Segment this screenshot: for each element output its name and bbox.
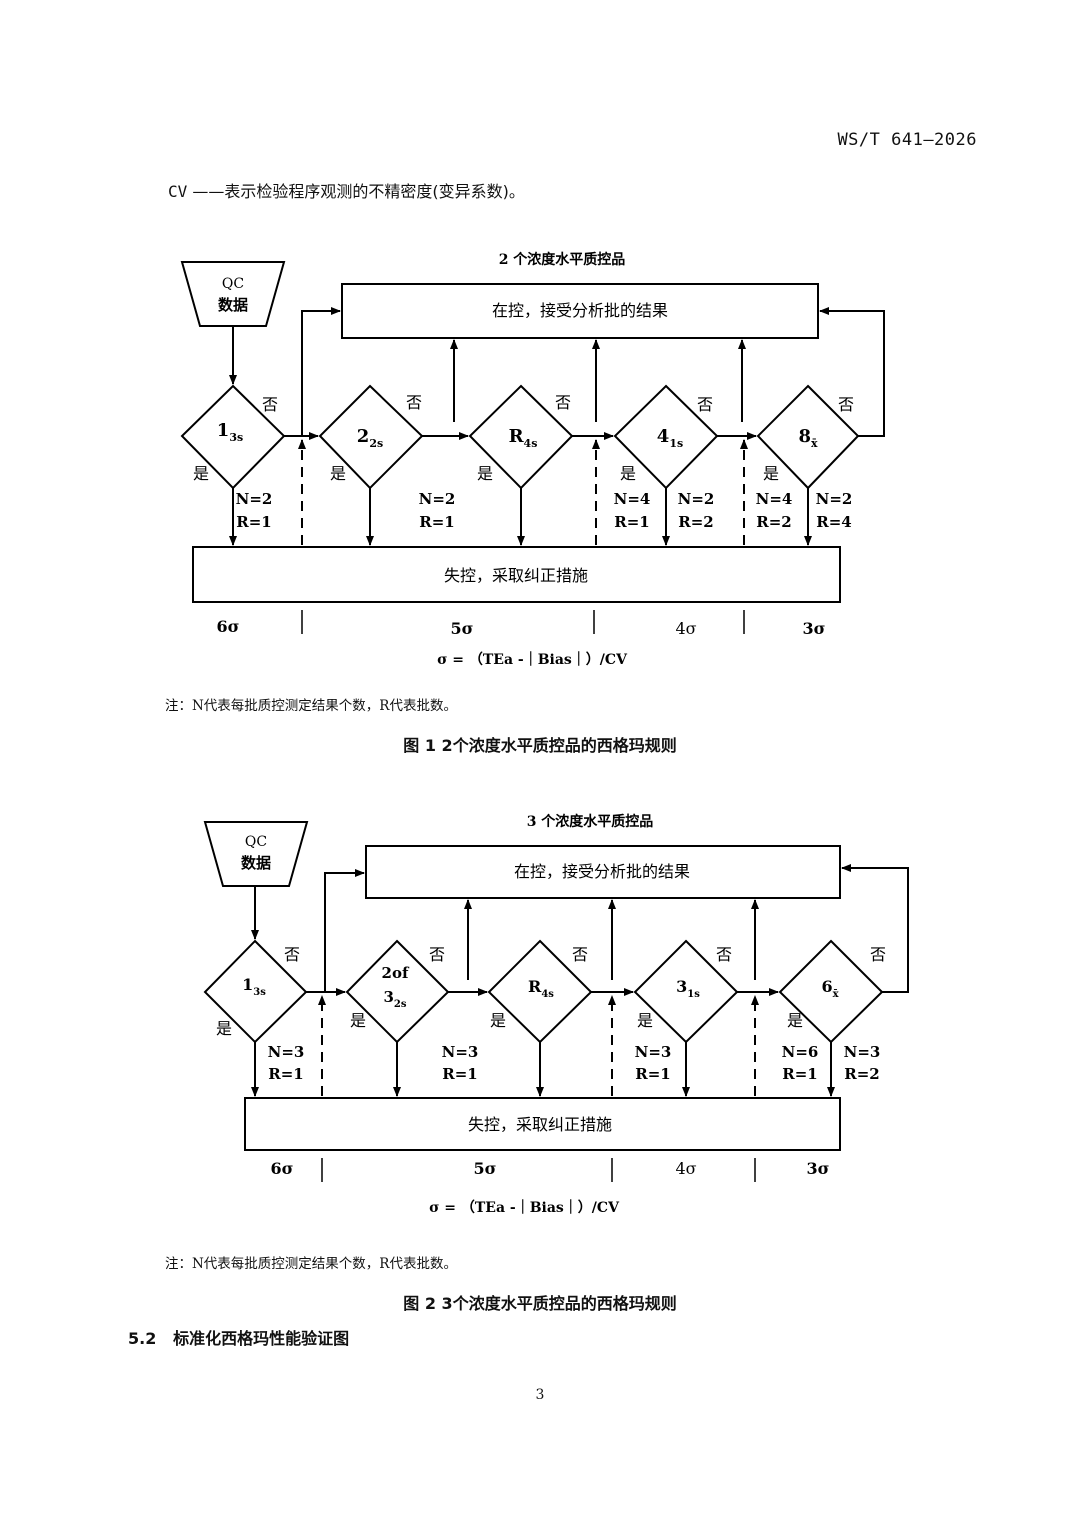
- nr-r-label: R=2: [678, 513, 713, 531]
- nr-n-label: N=2: [678, 490, 715, 508]
- rule-label-5: 6x̄: [821, 977, 839, 1000]
- nr-n-label: N=3: [635, 1043, 672, 1061]
- rule-label-5: 8x̄: [798, 426, 818, 450]
- nr-r-label: R=1: [635, 1065, 670, 1083]
- figure-2-flowchart: 3 个浓度水平质控品 QC 数据 在控，接受分析批的结果 失控，采取纠正措施 1…: [203, 813, 909, 1216]
- nr-r-label: R=1: [419, 513, 454, 531]
- rule-label-1: 13s: [242, 975, 266, 998]
- in-control-box: [341, 283, 819, 339]
- section-heading: 5.2 标准化西格玛性能验证图: [128, 1325, 349, 1349]
- no-label: 否: [697, 395, 713, 414]
- nr-r-label: R=1: [614, 513, 649, 531]
- nr-r-label: R=2: [756, 513, 791, 531]
- sigma-4-label: 4σ: [675, 619, 696, 638]
- yes-label: 是: [350, 1011, 366, 1030]
- sigma-formula: σ = （TEa -｜Bias｜）/CV: [429, 1199, 620, 1216]
- yes-label: 是: [216, 1019, 232, 1038]
- document-code: WS/T 641—2026: [837, 130, 977, 150]
- yes-label: 是: [193, 464, 209, 483]
- cv-term: CV: [168, 182, 188, 201]
- cv-dash: ——: [192, 182, 225, 201]
- nr-n-label: N=6: [782, 1043, 819, 1061]
- yes-label: 是: [477, 464, 493, 483]
- rule-label-3: R4s: [509, 426, 538, 450]
- section-title: 标准化西格玛性能验证图: [173, 1329, 350, 1348]
- no-label: 否: [716, 945, 732, 964]
- figure-1-note: 注：N代表每批质控测定结果个数，R代表批数。: [165, 698, 457, 714]
- qc-label-top: QC: [245, 834, 267, 850]
- nr-r-label: R=4: [816, 513, 851, 531]
- out-of-control-label: 失控，采取纠正措施: [444, 566, 588, 585]
- no-label: 否: [572, 945, 588, 964]
- yes-label: 是: [620, 464, 636, 483]
- nr-n-label: N=4: [614, 490, 651, 508]
- no-label: 否: [555, 393, 571, 412]
- rule-label-3: R4s: [528, 977, 554, 1000]
- no-label: 否: [870, 945, 886, 964]
- nr-r-label: R=1: [782, 1065, 817, 1083]
- figure-1-flowchart: 2 个浓度水平质控品 QC 数据 在控，接受分析批的结果 失控，采取纠正措施 1…: [180, 251, 885, 668]
- figure-1-title: 2 个浓度水平质控品: [499, 251, 626, 268]
- nr-r-label: R=1: [442, 1065, 477, 1083]
- rule-label-2: 22s: [357, 426, 383, 450]
- nr-n-label: N=2: [236, 490, 273, 508]
- no-label: 否: [406, 393, 422, 412]
- no-label: 否: [429, 945, 445, 964]
- sigma-3-label: 3σ: [803, 619, 826, 638]
- sigma-4-label: 4σ: [675, 1159, 696, 1178]
- sigma-5-label: 5σ: [451, 619, 474, 638]
- out-of-control-label: 失控，采取纠正措施: [468, 1115, 612, 1134]
- page-number: 3: [535, 1387, 545, 1403]
- out-of-control-box: [244, 1097, 841, 1151]
- figure-2-title: 3 个浓度水平质控品: [527, 813, 654, 830]
- yes-label: 是: [763, 464, 779, 483]
- qc-label-bottom: 数据: [218, 296, 248, 314]
- rule-label-4: 41s: [657, 426, 683, 450]
- out-of-control-box: [192, 546, 841, 603]
- nr-n-label: N=2: [419, 490, 456, 508]
- sigma-5-label: 5σ: [474, 1159, 497, 1178]
- rule-label-2a: 2of: [382, 964, 410, 982]
- nr-n-label: N=2: [816, 490, 853, 508]
- figure-2-caption: 图 2 3个浓度水平质控品的西格玛规则: [403, 1294, 677, 1313]
- nr-n-label: N=4: [756, 490, 793, 508]
- rule-label-4: 31s: [676, 977, 700, 1000]
- yes-label: 是: [490, 1011, 506, 1030]
- rule-label-1: 13s: [217, 420, 243, 444]
- no-label: 否: [838, 395, 854, 414]
- sigma-6-label: 6σ: [217, 617, 240, 636]
- no-label: 否: [262, 395, 278, 414]
- qc-data-shape: [180, 261, 286, 327]
- sigma-formula: σ = （TEa -｜Bias｜）/CV: [437, 651, 628, 668]
- sigma-3-label: 3σ: [807, 1159, 830, 1178]
- qc-label-bottom: 数据: [241, 854, 271, 872]
- nr-n-label: N=3: [442, 1043, 479, 1061]
- nr-r-label: R=1: [268, 1065, 303, 1083]
- figure-2-note: 注：N代表每批质控测定结果个数，R代表批数。: [165, 1256, 457, 1272]
- nr-n-label: N=3: [844, 1043, 881, 1061]
- yes-label: 是: [637, 1011, 653, 1030]
- section-number: 5.2: [128, 1329, 157, 1348]
- sigma-6-label: 6σ: [271, 1159, 294, 1178]
- in-control-label: 在控，接受分析批的结果: [514, 862, 690, 881]
- rule-label-2b: 32s: [383, 988, 406, 1010]
- cv-definition: CV ——表示检验程序观测的不精密度(变异系数)。: [168, 178, 525, 202]
- nr-r-label: R=2: [844, 1065, 879, 1083]
- qc-data-shape: [203, 821, 309, 887]
- cv-text: 表示检验程序观测的不精密度(变异系数)。: [224, 182, 525, 201]
- in-control-label: 在控，接受分析批的结果: [492, 301, 668, 320]
- in-control-box: [365, 845, 841, 899]
- nr-r-label: R=1: [236, 513, 271, 531]
- no-label: 否: [284, 945, 300, 964]
- qc-label-top: QC: [222, 276, 244, 292]
- yes-label: 是: [330, 464, 346, 483]
- yes-label: 是: [787, 1011, 803, 1030]
- figure-1-caption: 图 1 2个浓度水平质控品的西格玛规则: [403, 736, 677, 755]
- nr-n-label: N=3: [268, 1043, 305, 1061]
